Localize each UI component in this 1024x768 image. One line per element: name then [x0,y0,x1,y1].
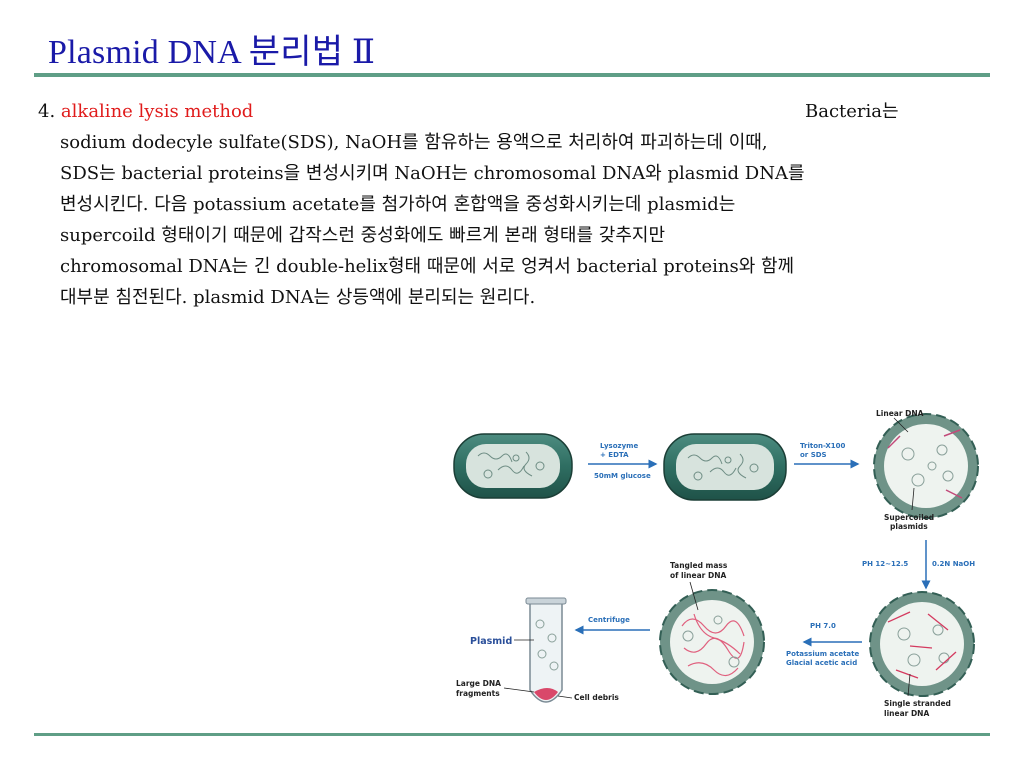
body-line-3: 변성시킨다. 다음 potassium acetate를 첨가하여 혼합액을 중… [60,194,736,215]
body-line-4: supercoild 형태이기 때문에 갑작스런 중성화에도 빠르게 본래 형태… [60,225,666,246]
label-supercoiled: Supercoiled [884,513,934,522]
reagent-glucose: 50mM glucose [594,472,651,480]
pointer-tangled [689,581,699,611]
title-divider [34,73,990,77]
alkaline-lysis-diagram: Lysozyme + EDTA 50mM glucose Triton-X100… [453,409,979,718]
slide-body: 4. alkaline lysis method Bacteria는 sodiu… [38,96,988,313]
label-ph7: PH 7.0 [810,622,836,630]
reagent-sds: or SDS [800,451,827,459]
tangled-cell [659,589,765,695]
slide-title: Plasmid DNA 분리법 Ⅱ [48,34,376,71]
label-centrifuge: Centrifuge [588,616,630,624]
body-line-1: sodium dodecyle sulfate(SDS), NaOH를 함유하는… [60,132,768,153]
label-of-linear-dna: of linear DNA [670,571,726,580]
item-heading: alkaline lysis method [60,101,254,122]
label-plasmid: Plasmid [470,636,512,647]
label-naoh: 0.2N NaOH [932,560,975,568]
pointer-single-stranded [907,673,911,697]
body-line-5: chromosomal DNA는 긴 double-helix형태 때문에 서로… [60,256,795,277]
label-potassium-acetate: Potassium acetate [786,650,859,658]
pointer-linear-dna [893,417,909,433]
item-heading-line: 4. alkaline lysis method Bacteria는 [38,96,988,127]
label-linear-dna: Linear DNA [876,409,924,418]
bacteria-label: Bacteria는 [805,101,899,122]
label-single-stranded: Single stranded [884,699,951,708]
denatured-cell [869,591,975,697]
item-number: 4. [38,101,56,122]
label-cell-debris: Cell debris [574,693,619,702]
label-large-dna-fragments: fragments [456,689,500,698]
centrifuge-tube [525,597,567,703]
body-line-6: 대부분 침전된다. plasmid DNA는 상등액에 분리되는 원리다. [60,287,536,308]
label-glacial-acetic: Glacial acetic acid [786,659,857,667]
label-large-dna: Large DNA [456,679,501,688]
body-line-2: SDS는 bacterial proteins을 변성시키며 NaOH는 chr… [60,163,805,184]
reagent-edta: + EDTA [600,451,629,459]
footer-divider [34,733,990,736]
pointer-cell-debris [557,695,573,699]
pointer-supercoiled [911,487,915,511]
label-ph-range: PH 12~12.5 [862,560,908,568]
bacterial-cell-weakened [663,433,787,501]
label-tangled-mass: Tangled mass [670,561,728,570]
bacterial-cell-intact [453,433,573,499]
label-linear-dna-bottom: linear DNA [884,709,929,718]
reagent-triton: Triton-X100 [800,442,845,450]
lysed-cell [873,413,979,519]
pointer-large-dna [503,687,535,693]
label-supercoiled-plasmids: plasmids [890,522,928,531]
reagent-lysozyme: Lysozyme [600,442,638,450]
